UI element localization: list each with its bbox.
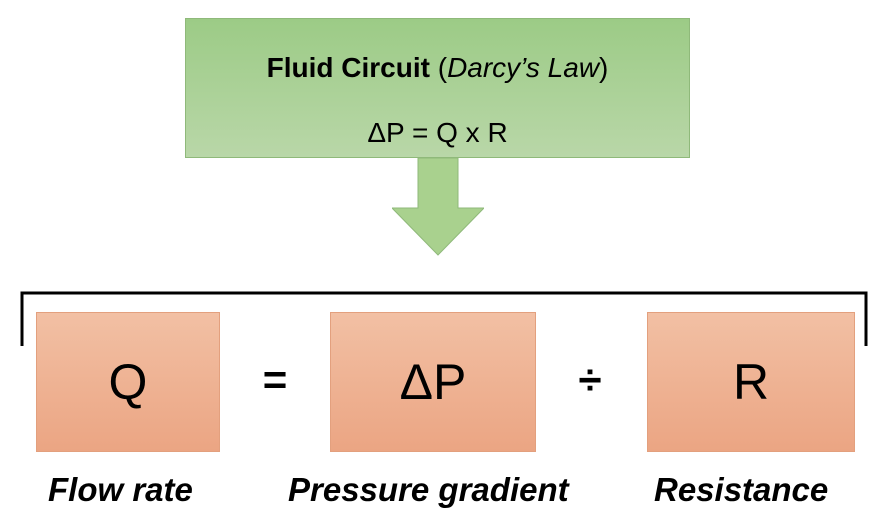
title-paren-open: ( [429,52,448,83]
flow-rate-box: Q [36,312,220,452]
resistance-box: R [647,312,855,452]
title-paren-close: ) [599,52,609,83]
divide-operator: ÷ [578,356,602,403]
flow-rate-label: Flow rate [48,471,193,508]
diagram-title: Fluid Circuit (Darcy’s Law) [186,52,689,84]
equation-bracket [20,291,868,346]
darcys-law-box: Fluid Circuit (Darcy’s Law) ΔP = Q x R [185,18,690,158]
down-arrow-icon [392,158,484,256]
title-law-name: Darcy’s Law [447,52,600,83]
pressure-gradient-label: Pressure gradient [288,471,569,508]
resistance-label: Resistance [654,471,829,508]
darcys-law-formula: ΔP = Q x R [367,117,508,148]
equals-operator: = [262,356,288,403]
pressure-gradient-box: ΔP [330,312,536,452]
title-main: Fluid Circuit [266,52,430,83]
